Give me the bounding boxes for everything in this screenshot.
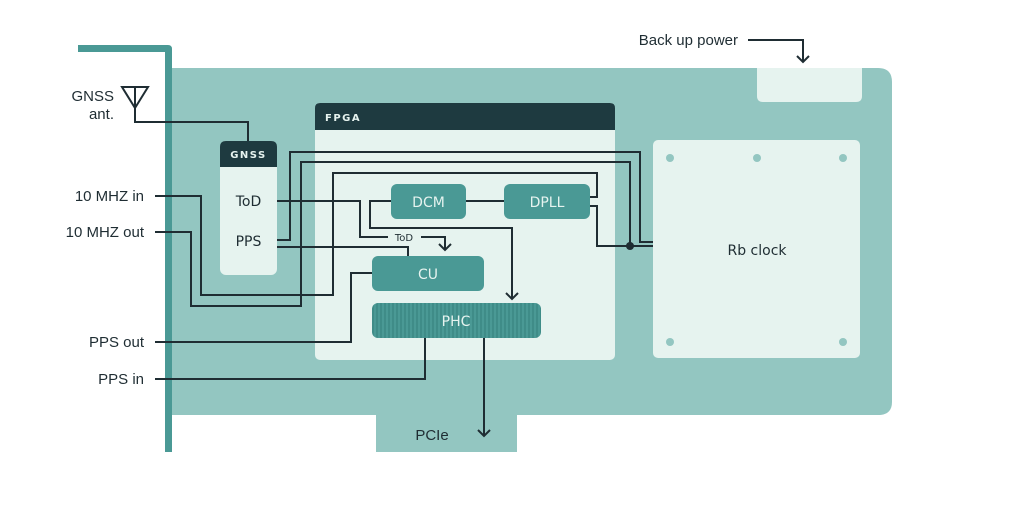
- wires: [120, 39, 810, 438]
- fpga-module: FPGA: [315, 103, 615, 360]
- rb-clock-label: Rb clock: [727, 243, 787, 259]
- gnss-tod-port: ToD: [235, 194, 262, 210]
- rb-clock-module: Rb clock: [653, 140, 860, 358]
- pps-out-label: PPS out: [89, 334, 145, 351]
- svg-text:CU: CU: [418, 267, 438, 283]
- phc-block: PHC: [372, 303, 541, 338]
- gnss-module: GNSS ToD PPS: [220, 141, 277, 275]
- svg-text:DPLL: DPLL: [530, 195, 565, 211]
- cu-block: CU: [372, 256, 484, 291]
- 10mhz-out-label: 10 MHZ out: [66, 224, 145, 241]
- 10mhz-in-label: 10 MHZ in: [75, 188, 144, 205]
- dpll-block: DPLL: [504, 184, 590, 219]
- gnss-antenna-label-2: ant.: [89, 106, 114, 123]
- pcie-label: PCIe: [415, 427, 448, 444]
- backup-power-label: Back up power: [639, 32, 738, 49]
- tod-wire-label: ToD: [394, 233, 414, 244]
- dcm-block: DCM: [391, 184, 466, 219]
- fpga-header: FPGA: [325, 113, 361, 124]
- gnss-header: GNSS: [230, 150, 267, 161]
- gnss-antenna-label: GNSS: [71, 88, 114, 105]
- backup-power-connector: [757, 68, 862, 102]
- pps-in-label: PPS in: [98, 371, 144, 388]
- svg-text:DCM: DCM: [412, 195, 445, 211]
- gnss-pps-port: PPS: [236, 234, 262, 250]
- svg-text:PHC: PHC: [442, 314, 471, 330]
